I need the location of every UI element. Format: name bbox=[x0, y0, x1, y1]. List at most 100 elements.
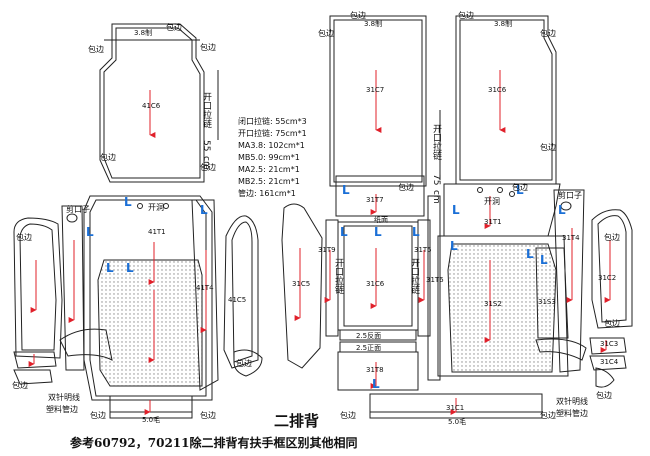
piece-31t9 bbox=[325, 219, 339, 337]
code-31c2: 31C2 bbox=[598, 274, 616, 282]
l-mark: L bbox=[86, 225, 94, 239]
hole-left bbox=[66, 213, 78, 223]
l-mark: L bbox=[412, 225, 420, 239]
code-31c6-right: 31C6 bbox=[488, 86, 507, 94]
code-31c6: 31C6 bbox=[366, 280, 385, 288]
label-bian: 包边 bbox=[512, 182, 528, 192]
label-suliao: 塑料管边 bbox=[556, 408, 588, 418]
piece-31c3 bbox=[589, 337, 627, 355]
code-41t1: 41T1 bbox=[148, 228, 166, 236]
piece-31t7 bbox=[335, 175, 425, 217]
small-piece-2 bbox=[13, 369, 53, 385]
label-bian: 包边 bbox=[90, 410, 106, 420]
piece-left-panel bbox=[13, 217, 63, 359]
code-31t5: 31T5 bbox=[414, 246, 432, 254]
label-bian: 包边 bbox=[604, 232, 620, 242]
zipper-label-right: 开口拉链 bbox=[431, 124, 442, 161]
label-kai-dong: 开洞 bbox=[484, 196, 500, 206]
piece-31t6 bbox=[427, 195, 441, 381]
label-bian: 包边 bbox=[540, 142, 556, 152]
piece-31t1 bbox=[443, 183, 561, 237]
piece-31c6-right bbox=[455, 15, 557, 185]
l-mark: L bbox=[340, 225, 348, 239]
label-kai-dong: 开洞 bbox=[148, 202, 164, 212]
label-bian: 包边 bbox=[318, 28, 334, 38]
label-bian: 包边 bbox=[16, 232, 32, 242]
dim-38-left: 3.8制 bbox=[134, 28, 152, 37]
label-suliao: 塑料管边 bbox=[46, 404, 78, 414]
zipper-len-55: 55 bbox=[201, 140, 211, 151]
piece-31c5 bbox=[281, 203, 323, 369]
code-31c4: 31C4 bbox=[600, 358, 619, 366]
dim-38-right: 3.8制 bbox=[494, 19, 512, 28]
code-41t4: 41T4 bbox=[196, 284, 214, 292]
piece-31c2 bbox=[591, 209, 633, 329]
code-31s2: 31S2 bbox=[484, 300, 502, 308]
label-bian: 包边 bbox=[540, 28, 556, 38]
code-31t6: 31T6 bbox=[426, 276, 444, 284]
l-mark: L bbox=[374, 225, 382, 239]
piece-41c5 bbox=[223, 215, 259, 369]
label-bian: 包边 bbox=[166, 22, 182, 32]
curved-strip bbox=[59, 328, 113, 361]
zipper-label-left: 开口拉链 bbox=[201, 92, 212, 129]
code-31c3: 31C3 bbox=[600, 340, 618, 348]
code-31t9: 31T9 bbox=[318, 246, 336, 254]
label-bian: 包边 bbox=[604, 318, 620, 328]
dim-38-mid: 3.8制 bbox=[364, 19, 382, 28]
l-mark: L bbox=[372, 377, 380, 391]
zipper-unit-cm: cm bbox=[431, 190, 441, 204]
piece-31c1 bbox=[369, 393, 543, 419]
code-41c5: 41C5 bbox=[228, 296, 246, 304]
label-bian: 包边 bbox=[200, 410, 216, 420]
small-piece-1 bbox=[13, 351, 57, 369]
label-bian: 包边 bbox=[596, 390, 612, 400]
hole-right bbox=[560, 201, 572, 211]
code-31c1: 31C1 bbox=[446, 404, 464, 412]
label-bian: 包边 bbox=[200, 42, 216, 52]
spec-line: MB2.5: 21cm*1 bbox=[238, 177, 300, 186]
zipper-unit-cm: cm bbox=[201, 156, 211, 170]
label-bian: 包边 bbox=[236, 358, 252, 368]
curved-strip-right bbox=[535, 338, 587, 361]
zipper-label-mid-l: 开口拉链 bbox=[333, 258, 344, 295]
diagram-title: 二排背 bbox=[274, 412, 320, 430]
l-mark: L bbox=[516, 183, 524, 197]
label-bian: 包边 bbox=[398, 182, 414, 192]
label-bian: 包边 bbox=[340, 410, 356, 420]
piece-31t8 bbox=[337, 351, 419, 391]
piece-31c4 bbox=[589, 355, 627, 371]
strip-fanmian bbox=[339, 329, 417, 341]
label-shuang-zhen: 双针明线 bbox=[48, 392, 80, 402]
label-bian: 包边 bbox=[12, 380, 28, 390]
dim-zhengmian: 2.5正面 bbox=[356, 344, 381, 352]
code-31s3: 31S3 bbox=[538, 298, 556, 306]
code-31c5: 31C5 bbox=[292, 280, 310, 288]
l-mark: L bbox=[342, 183, 350, 197]
spec-line: MA2.5: 21cm*1 bbox=[238, 165, 300, 174]
piece-31s3 bbox=[535, 247, 569, 339]
code-31t7: 31T7 bbox=[366, 196, 384, 204]
l-mark: L bbox=[540, 253, 548, 267]
label-zhi-mian: 纸面 bbox=[374, 215, 388, 224]
label-bian: 包边 bbox=[458, 10, 474, 20]
footnote: 参考60792，70211除二排背有扶手框区别其他相同 bbox=[70, 436, 358, 450]
zipper-len-75: 75 bbox=[431, 174, 441, 185]
label-jian-kou-zi: 剪口子 bbox=[558, 190, 582, 200]
spec-line: MA3.8: 102cm*1 bbox=[238, 141, 305, 150]
dotted-panel-left bbox=[97, 259, 203, 387]
label-shuang-zhen: 双针明线 bbox=[556, 396, 588, 406]
piece-41t4 bbox=[191, 199, 219, 391]
spec-line: MB5.0: 99cm*1 bbox=[238, 153, 300, 162]
dim-50-right: 5.0毛 bbox=[448, 417, 466, 426]
strip-50-left bbox=[109, 395, 193, 419]
spec-line: 开口拉链: 75cm*1 bbox=[238, 128, 307, 138]
dim-50-left: 5.0毛 bbox=[142, 415, 160, 424]
l-mark: L bbox=[558, 203, 566, 217]
label-bian: 包边 bbox=[350, 10, 366, 20]
piece-31c7 bbox=[329, 15, 427, 187]
l-mark: L bbox=[450, 239, 458, 253]
l-mark: L bbox=[526, 247, 534, 261]
l-mark: L bbox=[126, 261, 134, 275]
